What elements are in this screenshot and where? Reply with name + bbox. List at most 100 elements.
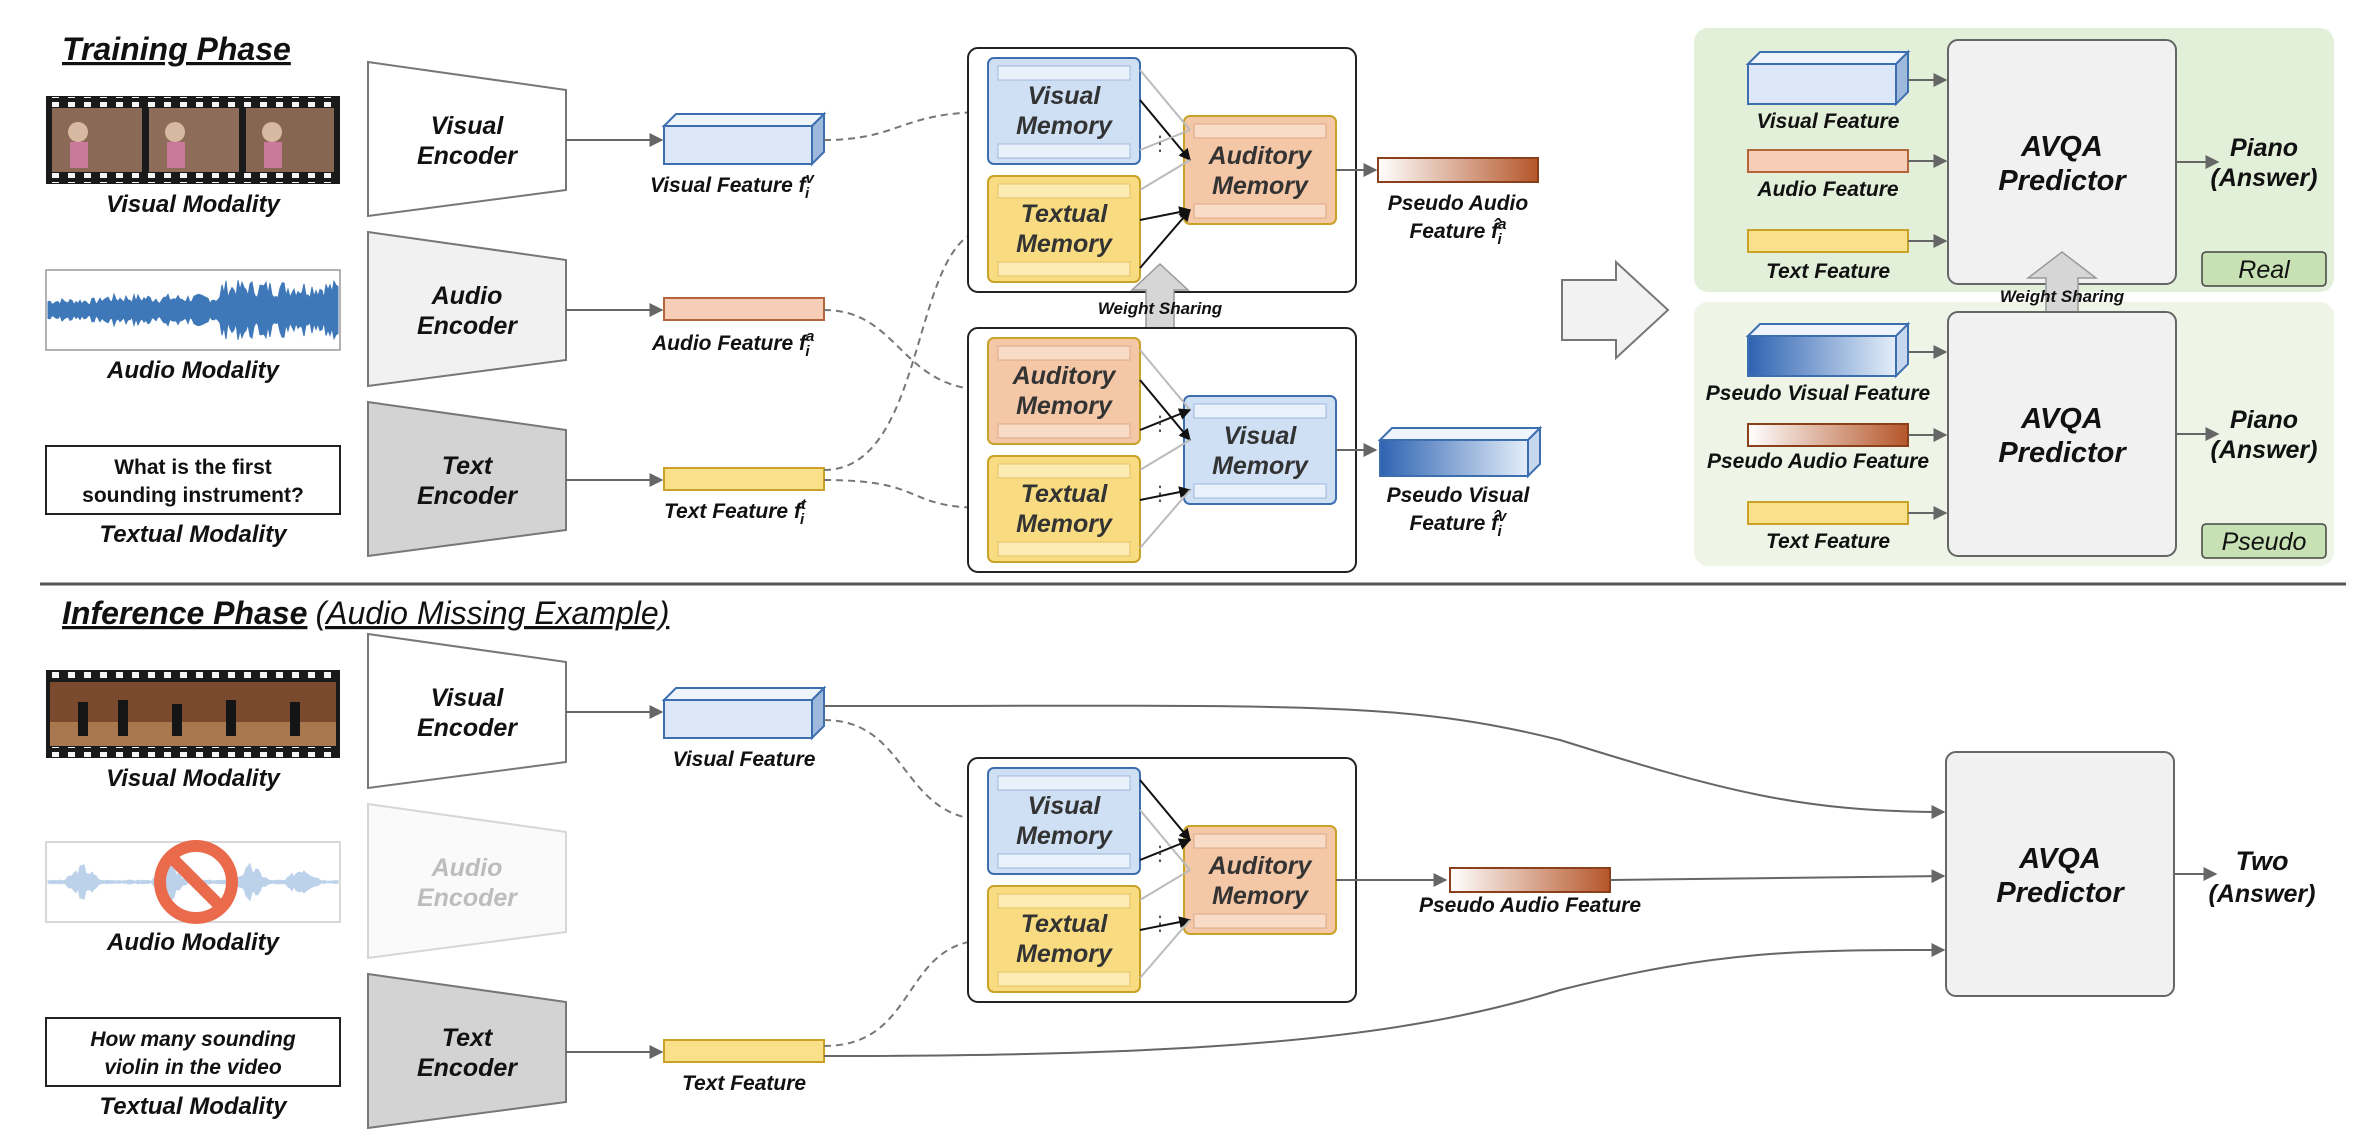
training-auditory-memory-top — [1183, 115, 1337, 225]
training-pseudo-visual-feature-label1: Pseudo Visual — [1387, 484, 1531, 507]
training-textual-memory-label1: Textual — [1021, 200, 1109, 228]
inference-visual-encoder-label2: Encoder — [417, 714, 518, 742]
pseudo-visual-feature-label: Pseudo Visual Feature — [1706, 382, 1931, 405]
svg-text:⋮: ⋮ — [1150, 843, 1170, 865]
pseudo-text-feature-block — [1747, 501, 1909, 525]
real-text-feature-block — [1747, 229, 1909, 253]
pseudo-answer-label2: (Answer) — [2211, 436, 2318, 464]
training-audio-encoder-label2: Encoder — [417, 312, 518, 340]
training-visual-memory — [987, 57, 1141, 165]
inference-audio-encoder-disabled — [367, 802, 567, 960]
inference-visual-encoder — [367, 632, 567, 790]
pseudo-audio-feature-label: Pseudo Audio Feature — [1707, 450, 1929, 473]
training-visual-frames — [46, 96, 340, 184]
training-text-encoder — [367, 400, 567, 558]
training-question-line1: What is the first — [114, 456, 272, 479]
inference-question-box — [45, 1017, 341, 1087]
pseudo-text-feature-label: Text Feature — [1766, 530, 1890, 553]
real-text-feature-label: Text Feature — [1766, 260, 1890, 283]
real-answer-label1: Piano — [2230, 134, 2298, 162]
training-text-encoder-label2: Encoder — [417, 482, 518, 510]
svg-text:⋮: ⋮ — [1150, 413, 1170, 435]
inference-audio-encoder-label1: Audio — [431, 854, 503, 882]
inference-textual-memory-label2: Memory — [1016, 940, 1113, 968]
training-visual-memory-bottom — [1183, 395, 1337, 505]
inference-visual-feature-block — [661, 685, 827, 741]
inference-text-encoder-label1: Text — [442, 1024, 494, 1052]
training-visual-memory-bottom-label2: Memory — [1212, 452, 1309, 480]
training-visual-encoder-label2: Encoder — [417, 142, 518, 170]
training-pseudo-audio-feature-block — [1377, 157, 1539, 183]
training-auditory-memory-bottom-label1: Auditory — [1012, 362, 1117, 390]
inference-visual-encoder-label1: Visual — [431, 684, 505, 712]
inference-auditory-memory — [1183, 825, 1337, 935]
pseudo-audio-feature-block — [1747, 423, 1909, 447]
real-avqa-predictor-label2: Predictor — [1998, 165, 2127, 197]
training-pseudo-audio-feature-label1: Pseudo Audio — [1388, 192, 1529, 215]
training-visual-memory-label2: Memory — [1016, 112, 1113, 140]
training-auditory-memory-bottom-label2: Memory — [1016, 392, 1113, 420]
svg-text:⋮: ⋮ — [1150, 913, 1170, 935]
pseudo-tag-label: Pseudo — [2222, 528, 2307, 556]
inference-visual-modality-label: Visual Modality — [106, 765, 281, 792]
inference-text-encoder — [367, 972, 567, 1130]
real-visual-feature-label: Visual Feature — [1757, 110, 1900, 133]
real-tag-label: Real — [2238, 256, 2291, 284]
pseudo-answer-label1: Piano — [2230, 406, 2298, 434]
training-textual-modality-label: Textual Modality — [99, 521, 288, 548]
inference-question-line2: violin in the video — [104, 1056, 282, 1079]
training-audio-feature-block — [663, 297, 825, 321]
inference-textual-memory — [987, 885, 1141, 993]
inference-visual-memory — [987, 767, 1141, 875]
real-tag — [2201, 251, 2327, 287]
training-textual-memory-bottom-label1: Textual — [1021, 480, 1109, 508]
real-answer-label2: (Answer) — [2211, 164, 2318, 192]
real-audio-feature-block — [1747, 149, 1909, 173]
prohibited-icon — [154, 840, 238, 924]
training-textual-memory-bottom — [987, 455, 1141, 563]
training-visual-memory-label1: Visual — [1028, 82, 1102, 110]
inference-visual-frames — [46, 670, 340, 758]
predictor-weight-sharing-label: Weight Sharing — [2000, 287, 2125, 306]
training-textual-memory-label2: Memory — [1016, 230, 1113, 258]
training-text-encoder-label1: Text — [442, 452, 494, 480]
training-visual-encoder-label1: Visual — [431, 112, 505, 140]
real-visual-feature-block — [1745, 49, 1911, 107]
inference-pseudo-audio-feature-label: Pseudo Audio Feature — [1419, 894, 1641, 917]
inference-audio-encoder-label2: Encoder — [417, 884, 518, 912]
inference-textual-modality-label: Textual Modality — [99, 1093, 288, 1120]
svg-text:⋮: ⋮ — [1150, 483, 1170, 505]
training-question-line2: sounding instrument? — [82, 484, 304, 507]
training-auditory-memory-top-label2: Memory — [1212, 172, 1309, 200]
training-textual-memory-bottom-label2: Memory — [1016, 510, 1113, 538]
inference-auditory-memory-label1: Auditory — [1208, 852, 1313, 880]
training-visual-feature-block — [661, 111, 827, 167]
inference-avqa-predictor-label2: Predictor — [1996, 877, 2125, 909]
training-visual-encoder — [367, 60, 567, 218]
inference-phase-title: Inference Phase(Audio Missing Example) — [62, 595, 669, 631]
training-pseudo-visual-feature-block — [1377, 425, 1543, 479]
inference-visual-feature-label: Visual Feature — [673, 748, 816, 771]
training-weight-sharing-label: Weight Sharing — [1098, 299, 1223, 318]
inference-text-feature-block — [663, 1039, 825, 1063]
real-avqa-predictor-label1: AVQA — [2020, 131, 2103, 163]
inference-avqa-predictor-label1: AVQA — [2018, 843, 2101, 875]
inference-text-encoder-label2: Encoder — [417, 1054, 518, 1082]
training-audio-encoder-label1: Audio — [431, 282, 503, 310]
inference-pseudo-audio-feature-block — [1449, 867, 1611, 893]
inference-text-feature-label: Text Feature — [682, 1072, 806, 1095]
real-audio-feature-label: Audio Feature — [1756, 178, 1898, 201]
inference-answer-label1: Two — [2236, 846, 2289, 876]
flow-big-arrow — [1561, 259, 1670, 361]
inference-visual-memory-label2: Memory — [1016, 822, 1113, 850]
inference-visual-memory-label1: Visual — [1028, 792, 1102, 820]
training-textual-memory — [987, 175, 1141, 283]
training-audio-waveform — [45, 269, 341, 351]
inference-question-line1: How many sounding — [90, 1028, 296, 1051]
training-visual-modality-label: Visual Modality — [106, 191, 281, 218]
